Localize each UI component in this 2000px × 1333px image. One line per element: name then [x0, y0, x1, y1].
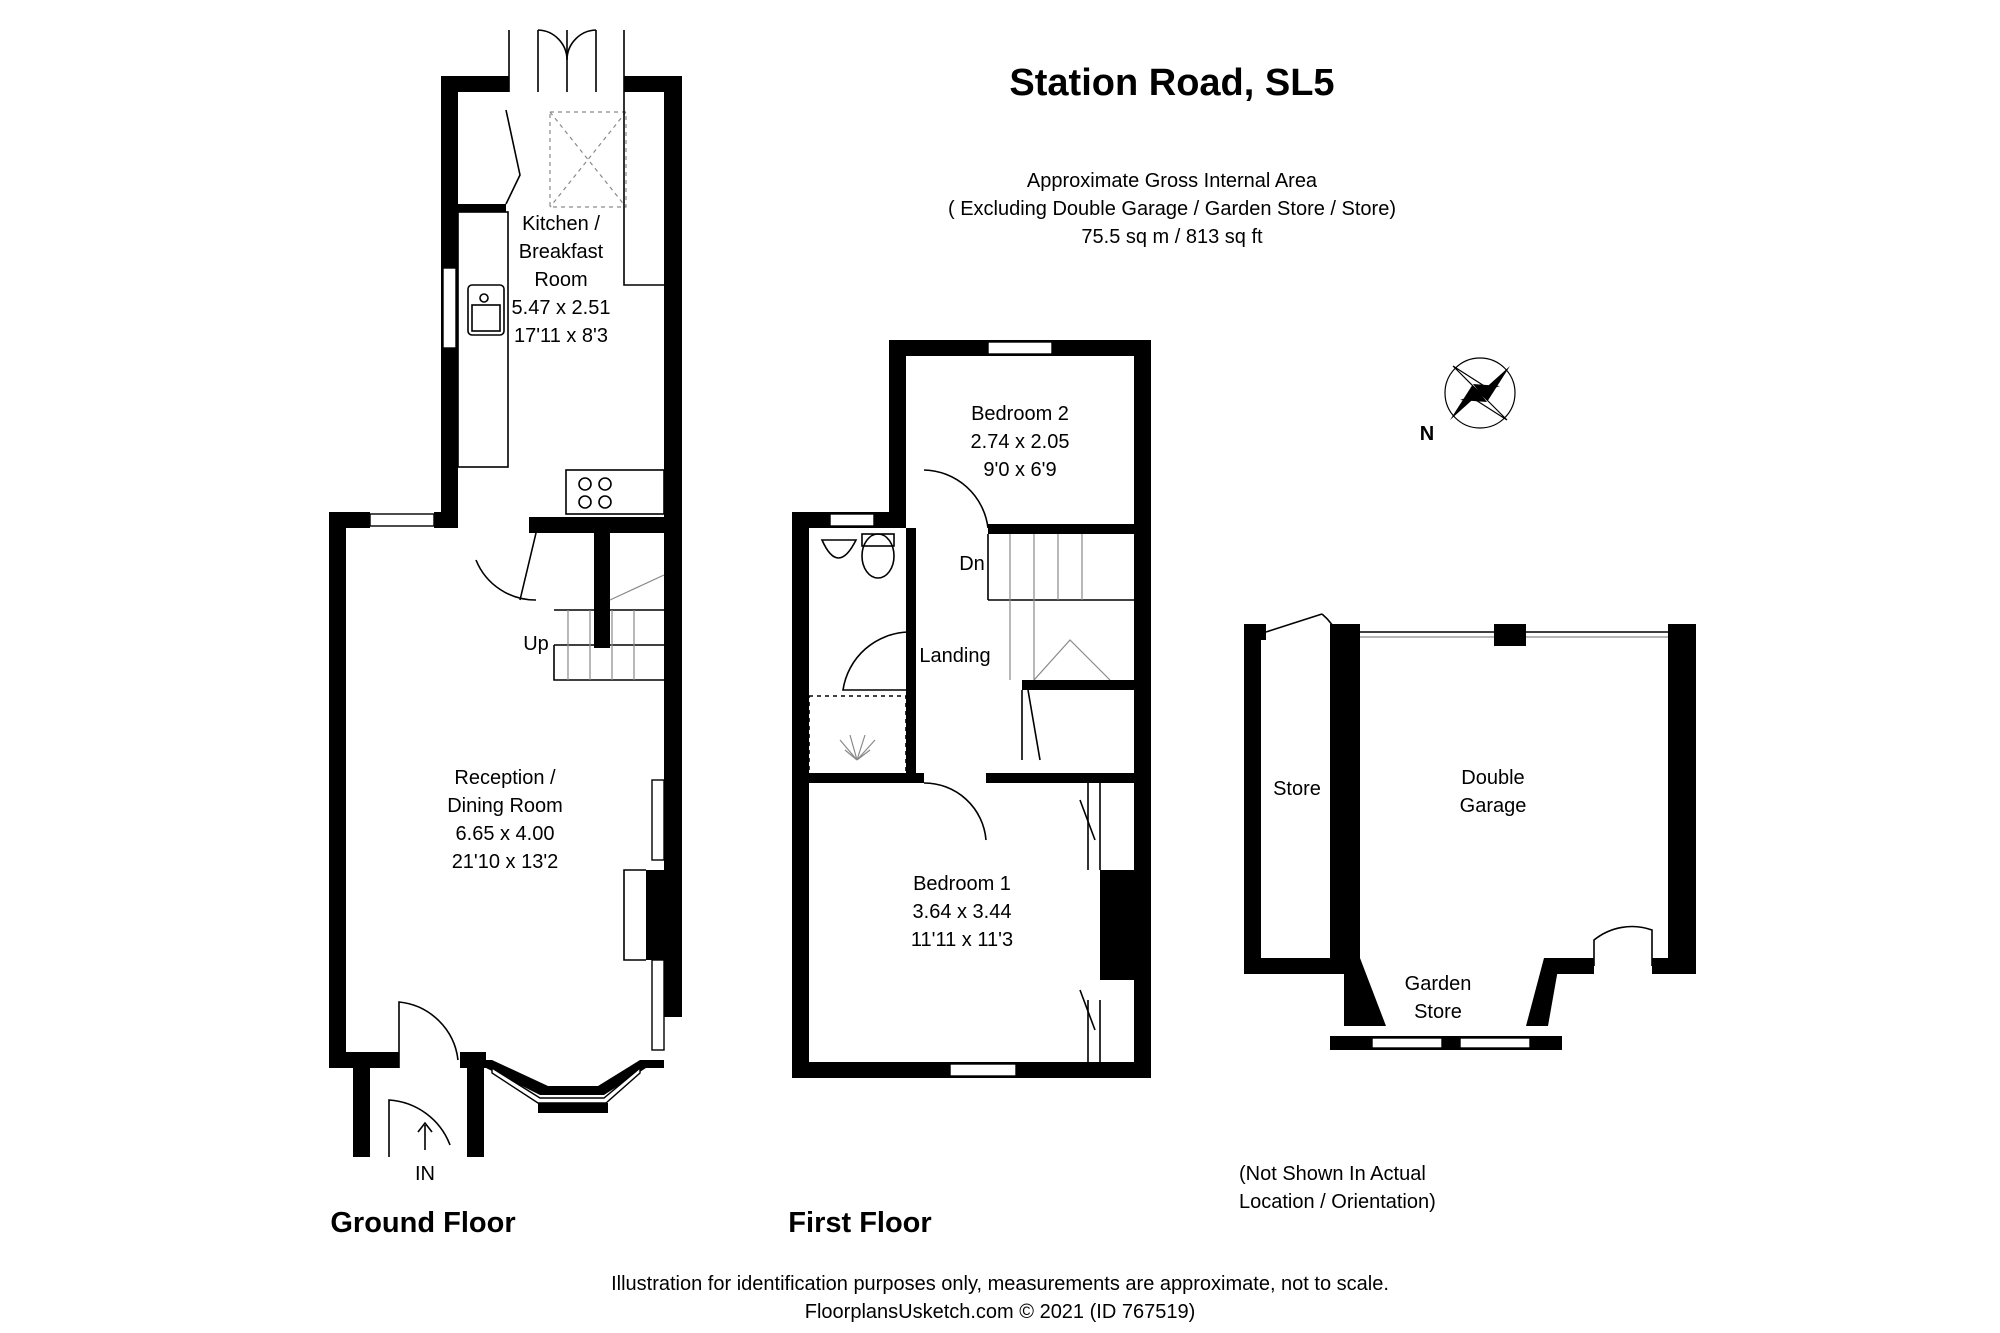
garden-store-label-line1: Garden	[1405, 973, 1472, 995]
reception-dimensions-imperial: 21'10 x 13'2	[452, 851, 559, 873]
outbuildings-plan	[1244, 613, 1696, 1050]
garden-store-label-line2: Store	[1414, 1001, 1462, 1023]
plan-title: Station Road, SL5	[1009, 62, 1334, 104]
kitchen-dimensions-metric: 5.47 x 2.51	[512, 297, 611, 319]
location-note-line2: Location / Orientation)	[1239, 1191, 1436, 1213]
ground-floor-label: Ground Floor	[330, 1207, 515, 1239]
bedroom2-dimensions-imperial: 9'0 x 6'9	[983, 459, 1056, 481]
landing-label: Landing	[919, 645, 990, 667]
ground-floor-plan	[329, 29, 682, 1157]
kitchen-name-line2: Breakfast	[519, 241, 604, 263]
kitchen-name-line3: Room	[534, 269, 587, 291]
area-exclusions: ( Excluding Double Garage / Garden Store…	[948, 198, 1396, 220]
store-label: Store	[1273, 778, 1321, 800]
ground-stairs-label: Up	[523, 633, 549, 655]
first-floor-plan	[792, 340, 1151, 1078]
location-note-line1: (Not Shown In Actual	[1239, 1163, 1426, 1185]
entrance-label: IN	[415, 1163, 435, 1185]
area-value: 75.5 sq m / 813 sq ft	[1081, 226, 1263, 248]
kitchen-name-line1: Kitchen /	[522, 213, 600, 235]
garage-label-line1: Double	[1461, 767, 1524, 789]
bedroom1-name: Bedroom 1	[913, 873, 1011, 895]
kitchen-dimensions-imperial: 17'11 x 8'3	[514, 325, 608, 347]
first-floor-label: First Floor	[788, 1207, 931, 1239]
first-stairs-label: Dn	[959, 553, 985, 575]
bedroom1-dimensions-metric: 3.64 x 3.44	[913, 901, 1012, 923]
reception-name-line1: Reception /	[454, 767, 556, 789]
area-heading: Approximate Gross Internal Area	[1027, 170, 1318, 192]
garage-label-line2: Garage	[1460, 795, 1527, 817]
reception-dimensions-metric: 6.65 x 4.00	[456, 823, 555, 845]
reception-name-line2: Dining Room	[447, 795, 563, 817]
compass-north-label: N	[1420, 423, 1434, 445]
bedroom1-dimensions-imperial: 11'11 x 11'3	[911, 929, 1013, 951]
bedroom2-dimensions-metric: 2.74 x 2.05	[971, 431, 1070, 453]
compass-icon	[1444, 357, 1516, 429]
bedroom2-name: Bedroom 2	[971, 403, 1069, 425]
footer-disclaimer: Illustration for identification purposes…	[611, 1273, 1389, 1295]
footer-copyright: FloorplansUsketch.com © 2021 (ID 767519)	[805, 1301, 1195, 1323]
